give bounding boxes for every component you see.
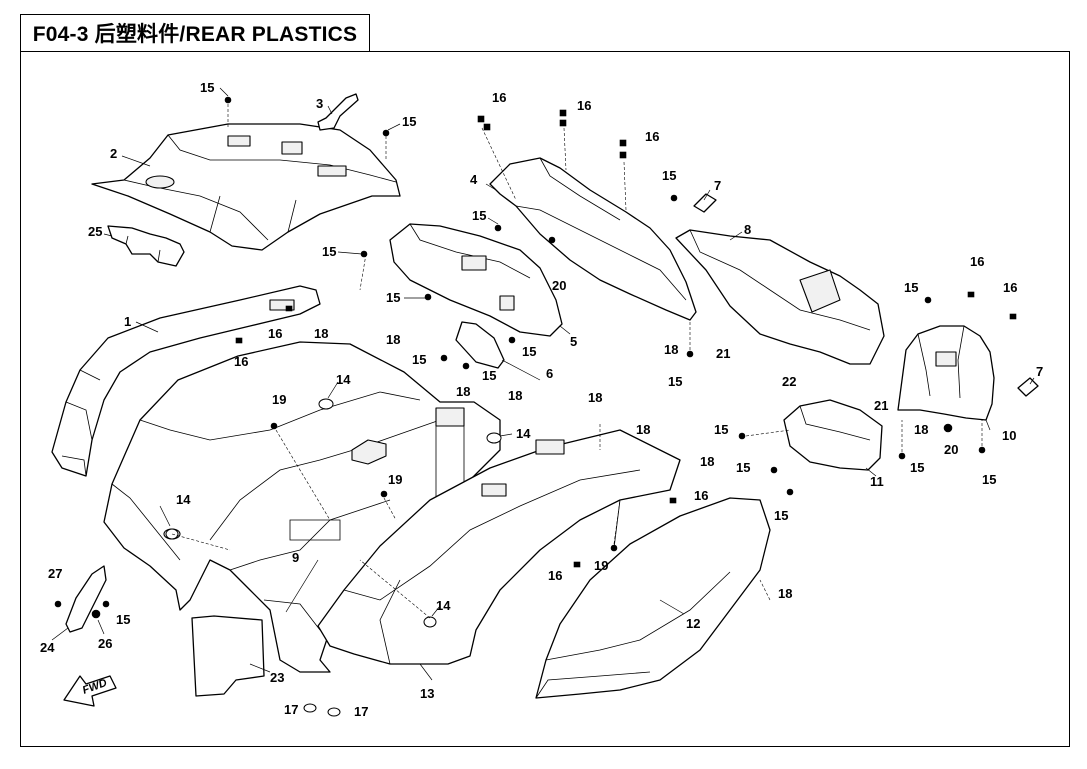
callout-7: 7 — [1036, 364, 1043, 379]
callout-15: 15 — [116, 612, 130, 627]
part-12-fender-side — [535, 497, 771, 699]
part-4-side-panel — [489, 157, 697, 321]
callout-15: 15 — [668, 374, 682, 389]
callout-20: 20 — [552, 278, 566, 293]
callout-14: 14 — [516, 426, 531, 441]
callout-27: 27 — [48, 566, 62, 581]
callout-26: 26 — [98, 636, 112, 651]
callout-15: 15 — [714, 422, 728, 437]
callout-16: 16 — [492, 90, 506, 105]
callout-15: 15 — [774, 508, 788, 523]
callout-16: 16 — [577, 98, 591, 113]
part-3-bracket — [317, 93, 359, 131]
part-11-bracket-box — [783, 399, 883, 471]
part-1-rear-top-panel — [51, 285, 321, 477]
hardware — [54, 96, 1017, 717]
callout-13: 13 — [420, 686, 434, 701]
callout-18: 18 — [914, 422, 928, 437]
callout-2: 2 — [110, 146, 117, 161]
callout-15: 15 — [982, 472, 996, 487]
callout-1: 1 — [124, 314, 131, 329]
callout-15: 15 — [412, 352, 426, 367]
title-box: F04-3 后塑料件/REAR PLASTICS — [20, 14, 370, 52]
callout-15: 15 — [736, 460, 750, 475]
part-24-mudflap — [65, 565, 107, 633]
callout-15: 15 — [904, 280, 918, 295]
callout-16: 16 — [1003, 280, 1017, 295]
part-10-side-bracket — [897, 325, 995, 421]
callout-16: 16 — [970, 254, 984, 269]
callout-15: 15 — [910, 460, 924, 475]
part-13-rear-fender — [317, 429, 681, 665]
leader-lines — [51, 87, 1035, 681]
callout-12: 12 — [686, 616, 700, 631]
callout-16: 16 — [694, 488, 708, 503]
callout-22: 22 — [782, 374, 796, 389]
callout-15: 15 — [200, 80, 214, 95]
part-23-mat — [191, 615, 265, 697]
callout-9: 9 — [292, 550, 299, 565]
callout-18: 18 — [700, 454, 714, 469]
part-25-insulator — [107, 225, 185, 267]
callout-18: 18 — [778, 586, 792, 601]
callout-16: 16 — [268, 326, 282, 341]
callout-16: 16 — [548, 568, 562, 583]
callout-23: 23 — [270, 670, 284, 685]
callout-16: 16 — [645, 129, 659, 144]
callout-17: 17 — [284, 702, 298, 717]
callout-18: 18 — [588, 390, 602, 405]
callout-19: 19 — [594, 558, 608, 573]
callout-5: 5 — [570, 334, 577, 349]
callout-15: 15 — [386, 290, 400, 305]
callout-7: 7 — [714, 178, 721, 193]
diagram-frame — [20, 51, 1070, 747]
callout-24: 24 — [40, 640, 55, 655]
callout-15: 15 — [472, 208, 486, 223]
callout-17: 17 — [354, 704, 368, 719]
callout-18: 18 — [314, 326, 328, 341]
callout-4: 4 — [470, 172, 478, 187]
callout-15: 15 — [322, 244, 336, 259]
callout-15: 15 — [662, 168, 676, 183]
callout-3: 3 — [316, 96, 323, 111]
callout-15: 15 — [522, 344, 536, 359]
callout-14: 14 — [436, 598, 451, 613]
page-title: F04-3 后塑料件/REAR PLASTICS — [32, 23, 358, 46]
part-2-rear-upper-cover — [91, 123, 401, 251]
callout-21: 21 — [874, 398, 888, 413]
callout-19: 19 — [388, 472, 402, 487]
callout-18: 18 — [508, 388, 522, 403]
part-5-inner-guard — [389, 223, 563, 337]
part-7-clip-top — [693, 193, 717, 213]
callout-8: 8 — [744, 222, 751, 237]
callout-18: 18 — [456, 384, 470, 399]
callout-6: 6 — [546, 366, 553, 381]
callout-18: 18 — [636, 422, 650, 437]
callout-15: 15 — [402, 114, 416, 129]
callout-labels: 15 2 3 15 25 1 15 15 16 16 16 4 15 15 7 … — [40, 80, 1043, 719]
callout-11: 11 — [870, 474, 884, 489]
callout-20: 20 — [944, 442, 958, 457]
callout-10: 10 — [1002, 428, 1016, 443]
callout-16: 16 — [234, 354, 248, 369]
part-8-rear-panel — [675, 229, 885, 365]
part-6-plate — [455, 321, 505, 369]
callout-15: 15 — [482, 368, 496, 383]
callout-14: 14 — [336, 372, 351, 387]
callout-18: 18 — [386, 332, 400, 347]
part-7-clip-right — [1017, 377, 1039, 397]
fwd-arrow: FWD — [63, 675, 117, 707]
callout-14: 14 — [176, 492, 191, 507]
callout-21: 21 — [716, 346, 730, 361]
callout-18: 18 — [664, 342, 678, 357]
callout-25: 25 — [88, 224, 102, 239]
callout-19: 19 — [272, 392, 286, 407]
